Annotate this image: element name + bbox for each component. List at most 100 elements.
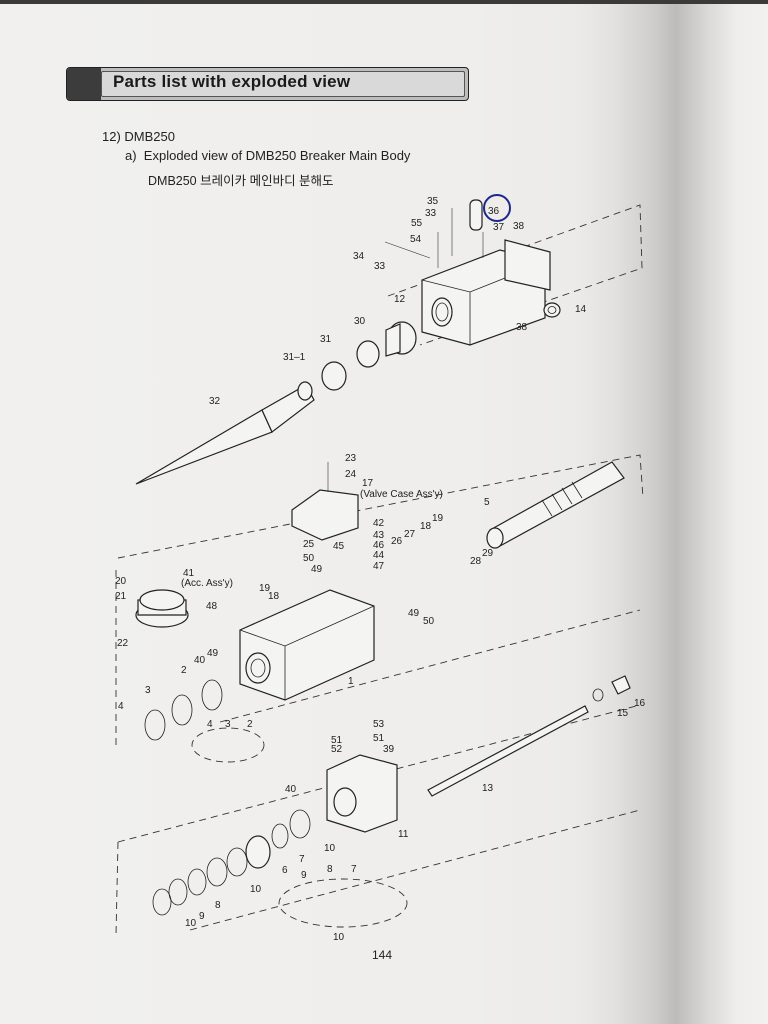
callout-31-1: 31–1 [283,352,306,363]
callout-10b: 10 [250,884,262,895]
callout-53: 53 [373,719,385,730]
callout-54: 54 [410,234,422,245]
chisel-32 [135,381,315,485]
bushes-30-31 [321,321,417,391]
callout-20: 20 [115,576,127,587]
acc-assy-label: (Acc. Ass'y) [181,578,233,589]
middle-dashed-frame [115,454,644,748]
callout-50a: 50 [303,553,315,564]
banner-inner-frame [101,71,465,97]
callout-48: 48 [206,601,218,612]
callout-14: 14 [575,304,587,315]
callout-23: 23 [345,453,357,464]
callout-10d: 10 [333,932,345,943]
callout-12: 12 [394,294,406,305]
callout-40a: 40 [194,655,206,666]
callout-25: 25 [303,539,315,550]
callout-18a: 18 [420,521,432,532]
callout-47: 47 [373,561,385,572]
callout-19a: 19 [432,513,444,524]
callout-21: 21 [115,591,127,602]
detail-4: 4 [207,719,213,730]
callout-39: 39 [383,744,395,755]
callout-17: 17 [362,478,374,489]
callout-24: 24 [345,469,357,480]
detail-2: 2 [247,719,253,730]
callout-51a: 51 [331,735,343,746]
piston-5 [486,461,625,549]
callout-42: 42 [373,518,385,529]
callout-11: 11 [398,829,409,840]
item-title: Exploded view of DMB250 Breaker Main Bod… [143,148,411,163]
valve-case-17 [291,462,359,541]
section-title: Parts list with exploded view [113,72,351,91]
subsection-line: a) Exploded view of DMB250 Breaker Main … [125,148,410,163]
callout-7a: 7 [299,854,305,865]
detail-3: 3 [225,719,231,730]
callout-35: 35 [427,196,439,207]
callout-18b: 18 [268,591,280,602]
callout-45: 45 [333,541,345,552]
callout-1: 1 [348,676,354,687]
callout-38b: 38 [516,322,528,333]
nut-15-16 [592,675,631,702]
callout-9a: 9 [199,911,205,922]
callout-55: 55 [411,218,423,229]
callout-10c: 10 [185,918,197,929]
callout-15: 15 [617,708,629,719]
callout-22: 22 [117,638,129,649]
banner-tab [67,68,101,100]
callout-16: 16 [634,698,646,709]
callout-34: 34 [353,251,365,262]
callout-2a: 2 [181,665,187,676]
callout-labels: 35 33 36 37 38 55 54 34 33 12 14 38 30 3… [115,196,646,943]
callout-4a: 4 [118,701,124,712]
through-bolt-13 [427,705,589,797]
callout-10a: 10 [324,843,336,854]
seal-detail-oval [191,727,265,763]
callout-49a: 49 [311,564,323,575]
callout-8b: 8 [327,864,333,875]
callout-40b: 40 [285,784,297,795]
callout-7b: 7 [351,864,357,875]
callout-13: 13 [482,783,494,794]
plug-14 [543,302,561,318]
callout-27: 27 [404,529,416,540]
cylinder-1 [239,589,375,701]
lower-seals-6-10 [152,809,311,916]
callout-29: 29 [482,548,494,559]
callout-49b: 49 [408,608,420,619]
callout-19b: 19 [259,583,271,594]
front-head-11 [326,754,398,833]
callout-41: 41 [183,568,195,579]
lower-seal-detail-oval [278,878,408,928]
callout-36: 36 [488,206,500,217]
page-top-rule [0,0,768,4]
callout-52: 52 [331,744,343,755]
callout-30: 30 [354,316,366,327]
callout-28: 28 [470,556,482,567]
section-banner: Parts list with exploded view [66,67,469,101]
accumulator-41 [135,589,189,628]
callout-26: 26 [391,536,403,547]
korean-caption: DMB250 브레이카 메인바디 분해도 [148,174,334,188]
callout-33b: 33 [374,261,386,272]
callout-43: 43 [373,530,385,541]
callout-44: 44 [373,550,385,561]
callout-9b: 9 [301,870,307,881]
callout-33: 33 [425,208,437,219]
valve-case-label: (Valve Case Ass'y) [360,489,443,500]
seal-rings-2-4 [144,679,223,741]
callout-6: 6 [282,865,288,876]
page-number: 144 [372,948,393,962]
callout-8a: 8 [215,900,221,911]
model-heading: 12) DMB250 [102,129,175,144]
callout-37: 37 [493,222,505,233]
callout-32: 32 [209,396,221,407]
callout-31: 31 [320,334,332,345]
item-letter: a) [125,148,137,163]
callout-50b: 50 [423,616,435,627]
callout-5: 5 [484,497,490,508]
